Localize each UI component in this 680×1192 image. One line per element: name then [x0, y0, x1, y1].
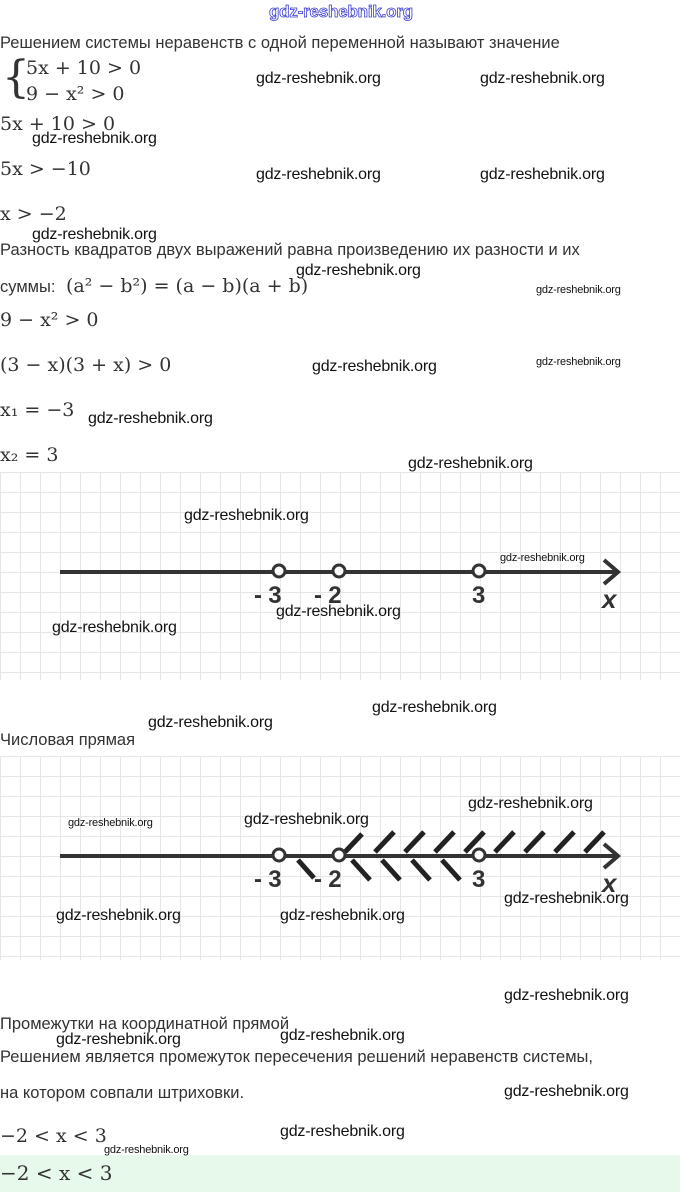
watermark: gdz-reshebnik.org	[504, 1083, 629, 1100]
watermark: gdz-reshebnik.org	[276, 603, 401, 620]
open-point	[331, 847, 347, 863]
watermark: gdz-reshebnik.org	[504, 890, 629, 907]
system-brace: {	[2, 52, 30, 103]
watermark: gdz-reshebnik.org	[32, 130, 157, 147]
open-point	[331, 563, 347, 579]
final-answer: −2 < x < 3	[0, 1161, 113, 1185]
open-point	[471, 847, 487, 863]
hatching-minus3-to-3	[296, 858, 462, 882]
watermark: gdz-reshebnik.org	[312, 358, 437, 375]
system-line-1: 5x + 10 > 0	[26, 57, 142, 79]
number-line-svg	[60, 558, 622, 586]
root-x1: x₁ = −3	[0, 399, 75, 421]
watermark: gdz-reshebnik.org	[68, 817, 153, 829]
watermark: gdz-reshebnik.org	[480, 70, 605, 87]
watermark: gdz-reshebnik.org	[296, 262, 421, 279]
open-point	[271, 563, 287, 579]
watermark: gdz-reshebnik.org	[256, 166, 381, 183]
watermark: gdz-reshebnik.org	[56, 907, 181, 924]
root-x2: x₂ = 3	[0, 444, 59, 466]
watermark: gdz-reshebnik.org	[372, 699, 497, 716]
arrow-head-icon	[602, 558, 622, 586]
watermark: gdz-reshebnik.org	[480, 166, 605, 183]
answer-line: −2 < x < 3	[0, 1125, 107, 1147]
header-watermark: gdz-reshebnik.org	[269, 2, 414, 22]
watermark: gdz-reshebnik.org	[468, 795, 593, 812]
axis-label: x	[602, 584, 617, 614]
sums-formula: (a² − b²) = (a − b)(a + b)	[66, 275, 309, 297]
watermark: gdz-reshebnik.org	[536, 356, 621, 368]
watermark: gdz-reshebnik.org	[504, 987, 629, 1004]
watermark: gdz-reshebnik.org	[280, 1027, 405, 1044]
watermark: gdz-reshebnik.org	[52, 619, 177, 636]
hatching-x-gt-minus2	[343, 830, 606, 854]
point-label: - 3	[254, 582, 282, 609]
watermark: gdz-reshebnik.org	[280, 907, 405, 924]
equation: 5x + 10 > 0	[0, 113, 116, 135]
intro-text: Решением системы неравенств с одной пере…	[0, 34, 560, 52]
answer-box: −2 < x < 3	[0, 1155, 680, 1192]
watermark: gdz-reshebnik.org	[104, 1144, 189, 1156]
watermark: gdz-reshebnik.org	[256, 70, 381, 87]
solution-text-1: Решением является промежуток пересечения…	[0, 1048, 593, 1066]
watermark: gdz-reshebnik.org	[56, 1031, 181, 1048]
watermark: gdz-reshebnik.org	[88, 410, 213, 427]
equation: 9 − x² > 0	[0, 309, 99, 331]
intervals-text: Промежутки на координатной прямой	[0, 1015, 290, 1033]
point-label: 3	[472, 582, 486, 609]
watermark: gdz-reshebnik.org	[500, 552, 585, 564]
system-line-2: 9 − x² > 0	[26, 83, 125, 105]
watermark: gdz-reshebnik.org	[148, 714, 273, 731]
point-label: - 2	[314, 866, 342, 893]
watermark: gdz-reshebnik.org	[280, 1123, 405, 1140]
watermark: gdz-reshebnik.org	[536, 284, 621, 296]
watermark: gdz-reshebnik.org	[408, 455, 533, 472]
equation: (3 − x)(3 + x) > 0	[0, 354, 172, 376]
watermark: gdz-reshebnik.org	[184, 507, 309, 524]
point-label: 3	[472, 866, 486, 893]
open-point	[471, 563, 487, 579]
open-point	[271, 847, 287, 863]
numline-caption: Числовая прямая	[0, 731, 136, 749]
number-line-diagram-2: - 3 - 2 3 x	[0, 756, 680, 960]
point-label: - 2	[314, 582, 342, 609]
watermark: gdz-reshebnik.org	[32, 226, 157, 243]
equation: 5x > −10	[0, 158, 91, 180]
solution-text-2: на котором совпали штриховки.	[0, 1084, 245, 1102]
diff-squares-text: Разность квадратов двух выражений равна …	[0, 241, 580, 259]
axis-label: x	[602, 868, 617, 898]
number-line-diagram-1: - 3 - 2 3 x	[0, 472, 680, 680]
number-line-hatched-svg	[60, 830, 622, 882]
point-label: - 3	[254, 866, 282, 893]
watermark: gdz-reshebnik.org	[244, 811, 369, 828]
equation: x > −2	[0, 203, 67, 225]
arrow-head-icon	[602, 842, 622, 870]
sums-label: суммы:	[0, 278, 56, 296]
